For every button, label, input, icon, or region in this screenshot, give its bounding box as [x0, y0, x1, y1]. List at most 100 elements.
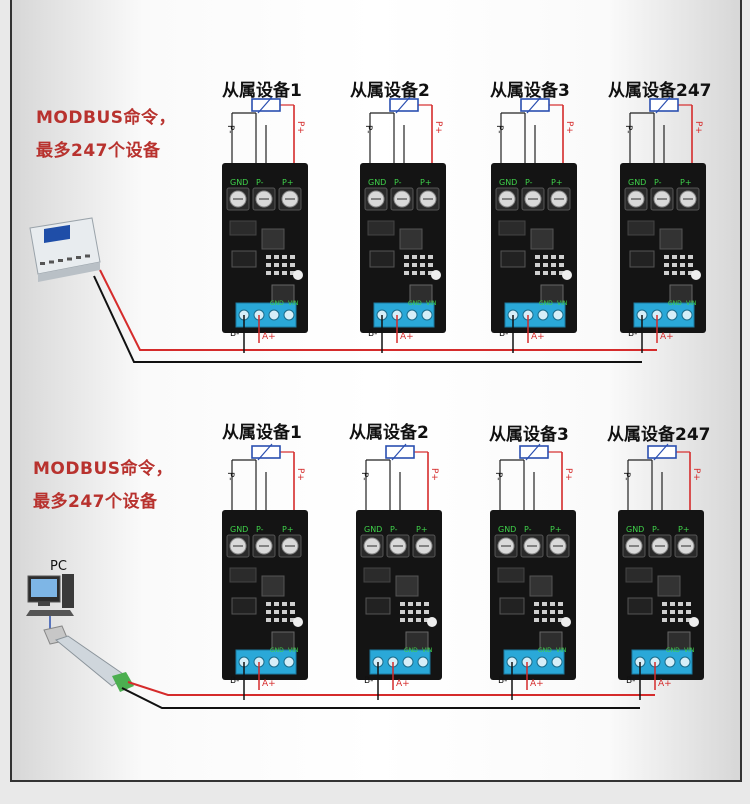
bus-label-a-plus: A+: [262, 679, 276, 689]
smd-component: [550, 602, 555, 606]
smd-component: [558, 610, 563, 614]
ic-chip: [365, 597, 391, 615]
plc-body-shade: [38, 262, 100, 282]
terminal-label: GND: [270, 300, 284, 307]
terminal-label: GND: [230, 178, 248, 187]
terminal-label: VIN: [684, 647, 694, 654]
terminal-label: P+: [678, 525, 690, 534]
terminal-label: VIN: [426, 300, 436, 307]
smd-component: [535, 255, 540, 259]
smd-component: [400, 618, 405, 622]
potentiometer-icon: [385, 445, 415, 459]
side-label-p-minus: P-: [225, 472, 235, 480]
bus-label-a-plus: A+: [262, 332, 276, 342]
smd-component: [534, 610, 539, 614]
smd-component: [282, 263, 287, 267]
bus-terminal-screw: [268, 656, 280, 668]
bus-terminal-screw: [283, 309, 295, 321]
smd-component: [274, 602, 279, 606]
potentiometer-arrow: [257, 96, 273, 114]
bus-label-a-plus: A+: [400, 332, 414, 342]
smd-component: [559, 255, 564, 259]
b-minus-bus-wire: [93, 275, 642, 363]
side-label-p-plus: P+: [295, 468, 305, 481]
smd-component: [424, 602, 429, 606]
bus-label-a-plus: A+: [530, 679, 544, 689]
ic-chip: [627, 597, 653, 615]
capacitor: [427, 617, 437, 627]
smd-component: [550, 618, 555, 622]
tower-icon: [62, 574, 74, 608]
bus-terminal-screw: [552, 309, 564, 321]
terminal-label: P+: [420, 178, 432, 187]
bus-terminal-screw: [551, 656, 563, 668]
plc-io-terminal: [85, 254, 90, 258]
modbus-caption-line2: 最多247个设备: [33, 492, 158, 512]
smd-component: [282, 610, 287, 614]
terminal-label: P+: [282, 525, 294, 534]
smd-component: [534, 602, 539, 606]
smd-component: [282, 618, 287, 622]
terminal-label: P+: [550, 525, 562, 534]
smd-component: [266, 263, 271, 267]
smd-component: [400, 610, 405, 614]
pc-computer-icon: [26, 574, 134, 692]
ic-chip: [369, 250, 395, 268]
smd-component: [535, 271, 540, 275]
chip: [399, 228, 423, 250]
chip: [497, 567, 525, 583]
potentiometer-arrow: [526, 96, 542, 114]
terminal-label: GND: [368, 178, 386, 187]
chip: [627, 220, 655, 236]
chip: [395, 575, 419, 597]
smd-component: [408, 618, 413, 622]
smd-component: [688, 255, 693, 259]
side-label-p-minus: P-: [359, 472, 369, 480]
bus-label-b-minus: B-: [626, 676, 635, 686]
smd-component: [416, 602, 421, 606]
terminal-label: GND: [666, 647, 680, 654]
modbus-caption-line1: MODBUS命令，: [33, 459, 173, 479]
a-plus-bus-wire: [127, 681, 655, 696]
smd-component: [290, 263, 295, 267]
ic-chip: [500, 250, 526, 268]
side-label-p-plus: P+: [564, 121, 574, 134]
a-plus-bus-wire: [99, 269, 657, 351]
side-label-p-plus: P+: [693, 121, 703, 134]
smd-component: [559, 271, 564, 275]
terminal-label: P-: [256, 178, 264, 187]
bus-terminal-screw: [402, 656, 414, 668]
ic-chip: [629, 250, 655, 268]
potentiometer-icon: [389, 98, 419, 112]
potentiometer-icon: [647, 445, 677, 459]
smd-component: [420, 255, 425, 259]
smd-component: [688, 263, 693, 267]
terminal-label: P-: [256, 525, 264, 534]
terminal-label: P-: [524, 525, 532, 534]
smd-component: [686, 618, 691, 622]
terminal-label: VIN: [686, 300, 696, 307]
smd-component: [424, 618, 429, 622]
terminal-label: P+: [551, 178, 563, 187]
smd-component: [542, 602, 547, 606]
smd-component: [670, 610, 675, 614]
capacitor: [561, 617, 571, 627]
terminal-label: GND: [230, 525, 248, 534]
bus-terminal-screw: [536, 656, 548, 668]
side-label-p-minus: P-: [494, 125, 504, 133]
bus-terminal-screw: [417, 656, 429, 668]
smd-component: [672, 263, 677, 267]
smd-component: [412, 263, 417, 267]
side-label-p-plus: P+: [429, 468, 439, 481]
smd-component: [424, 610, 429, 614]
smd-component: [662, 602, 667, 606]
smd-component: [274, 263, 279, 267]
smd-component: [678, 610, 683, 614]
plc-io-terminal: [67, 257, 72, 261]
bus-label-a-plus: A+: [660, 332, 674, 342]
capacitor: [689, 617, 699, 627]
ic-chip: [231, 597, 257, 615]
bus-terminal-screw: [406, 309, 418, 321]
